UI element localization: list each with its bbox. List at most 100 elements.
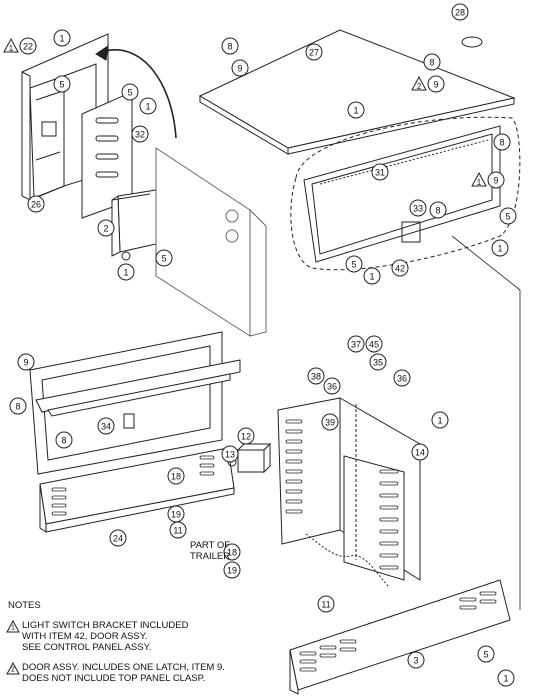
callout-number: 8 [227,42,232,52]
callout-circle [97,417,115,435]
callout-33: 33 [409,199,427,217]
callout-circle [139,97,157,115]
part-small-box [227,442,272,474]
callout-circle [369,353,387,371]
callout-circle [223,561,241,579]
trailer-label-line-1: PART OF [189,540,231,551]
callout-circle [167,467,185,485]
callout-number: 38 [311,372,321,382]
callout-38: 38 [307,367,325,385]
callout-8: 8 [9,397,27,415]
leader-line [451,235,521,610]
arrow-head [95,44,109,61]
callout-18: 18 [223,543,241,561]
note-1-marker: 1 [11,625,15,632]
callout-circle [307,367,325,385]
callout-number: 12 [241,432,251,442]
callout-circle [17,353,35,371]
callout-number: 45 [369,340,379,350]
part-housing [277,397,421,581]
callout-1: 1 [497,669,515,687]
callout-circle [317,595,335,613]
callout-2: 2 [97,219,115,237]
callout-circle [27,195,45,213]
part-base-louver-panel [39,447,235,533]
callout-number: 5 [127,88,132,98]
callout-number: 8 [435,206,440,216]
callout-circle [321,413,339,431]
callout-45: 45 [365,335,383,353]
callout-circle [423,53,441,71]
part-bottom-louver-panel [289,579,511,695]
part-cap [461,36,483,48]
note-2-marker: 2 [11,667,15,674]
callout-31: 31 [371,163,389,181]
callout-22: 221 [3,37,37,55]
callout-9: 9 [17,353,35,371]
callout-number: 27 [309,48,319,58]
warning-number: 1 [9,44,14,53]
callout-circle [347,101,365,119]
part-box [111,189,157,261]
callout-1: 1 [431,411,449,429]
callout-number: 1 [497,244,502,254]
callout-number: 9 [433,80,438,90]
callout-number: 35 [373,358,383,368]
callout-8: 8 [221,37,239,55]
trailer-label: PART OF TRAILER [176,540,244,562]
callout-circle [371,163,389,181]
callout-37: 37 [347,335,365,353]
callout-number: 36 [397,374,407,384]
callout-number: 1 [503,674,508,684]
callout-number: 2 [103,224,108,234]
callout-number: 42 [395,264,405,274]
note-1-line-3: SEE CONTROL PANEL ASSY. [22,642,152,653]
note-1: 1 LIGHT SWITCH BRACKET INCLUDED WITH ITE… [6,620,189,653]
trailer-label-line-2: TRAILER [189,551,231,562]
part-door-assembly [290,116,521,271]
callout-number: 13 [225,450,235,460]
note-2-line-2: DOES NOT INCLUDE TOP PANEL CLASP. [22,673,206,684]
callout-number: 1 [369,272,374,282]
callout-circle [97,219,115,237]
callout-3: 3 [407,651,425,669]
callout-number: 37 [351,340,361,350]
callout-36: 36 [393,369,411,387]
note-1-line-1: LIGHT SWITCH BRACKET INCLUDED [22,620,189,631]
callout-18: 18 [167,467,185,485]
warning-triangle-icon: 2 [6,662,20,675]
part-mounting-panel [155,147,267,337]
callout-number: 5 [351,260,356,270]
callout-circle [155,249,173,267]
note-1-line-2: WITH ITEM 42, DOOR ASSY. [22,631,148,642]
callout-19: 19 [167,505,185,523]
callout-8: 8 [55,431,73,449]
callout-35: 35 [369,353,387,371]
callout-circle [499,207,517,225]
callout-circle [53,75,71,93]
callout-circle [221,445,239,463]
callout-circle [491,239,509,257]
callout-number: 1 [145,102,150,112]
callout-11: 11 [317,595,335,613]
callout-19: 19 [223,561,241,579]
part-lower-frame [29,331,241,475]
callout-circle [345,255,363,273]
callout-number: 18 [227,548,237,558]
callout-circle [9,397,27,415]
callout-9: 91 [471,171,505,189]
callout-circle [323,377,341,395]
callout-circle [231,59,249,77]
callout-28: 28 [451,3,469,21]
callout-27: 27 [305,43,323,61]
callout-5: 5 [499,207,517,225]
callout-circle [55,431,73,449]
callout-number: 34 [101,422,111,432]
callout-number: 19 [171,510,181,520]
callout-number: 5 [505,212,510,222]
callout-42: 42 [391,259,409,277]
callout-number: 5 [161,254,166,264]
callout-14: 14 [411,443,429,461]
callout-number: 11 [173,526,182,536]
